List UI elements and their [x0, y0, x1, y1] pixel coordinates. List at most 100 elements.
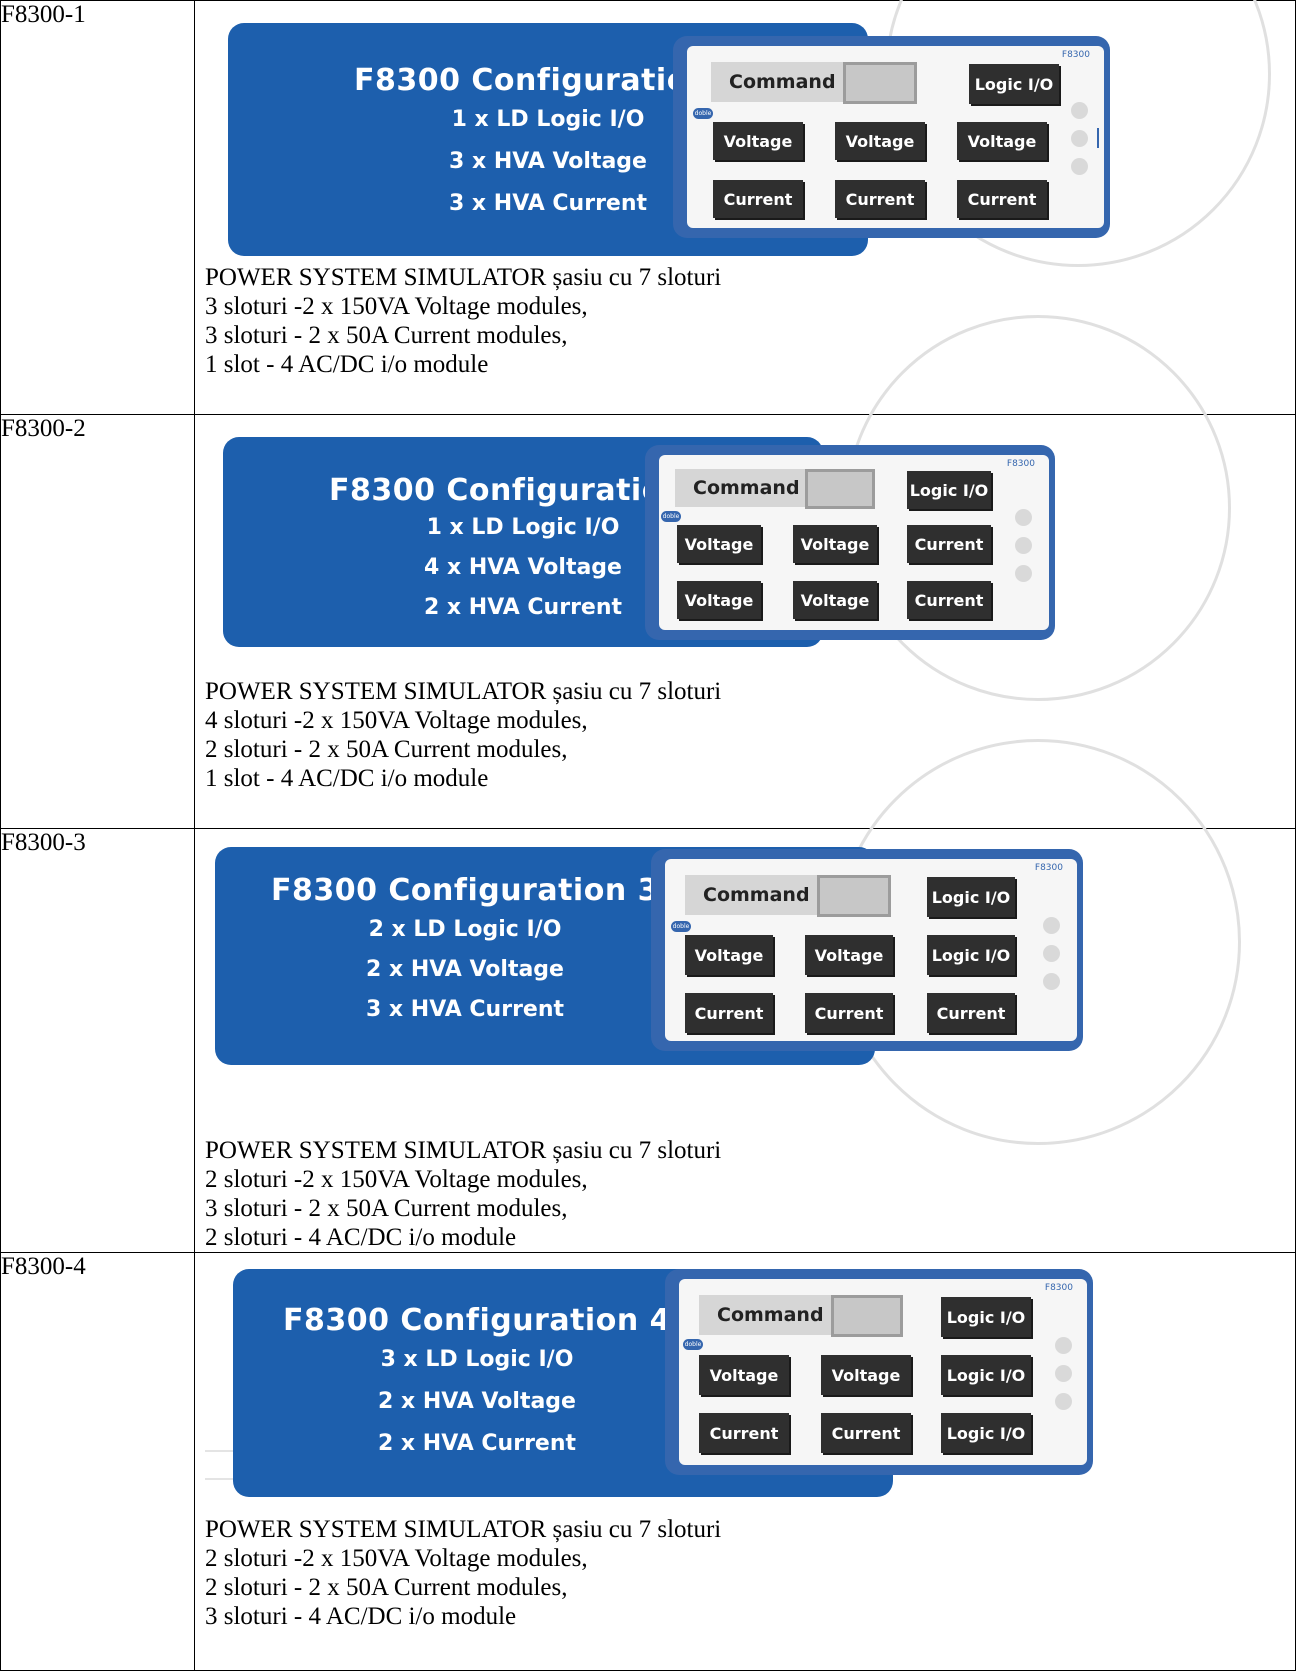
- module-slot: Current: [957, 180, 1047, 218]
- config-line: 2 x HVA Voltage: [378, 1389, 576, 1414]
- description-line: 2 sloturi - 2 x 50A Current modules,: [205, 736, 568, 763]
- config-line: 2 x HVA Current: [423, 595, 623, 620]
- indicator-dot-icon: [1043, 945, 1060, 962]
- table-row: F8300-2 F8300 Configuration 2 1 x LD Log…: [0, 315, 1296, 829]
- description-line: 1 slot - 4 AC/DC i/o module: [205, 351, 489, 378]
- module-slot: Current: [835, 180, 925, 218]
- module-slot: Current: [907, 581, 991, 619]
- module-slot: Current: [699, 1413, 789, 1453]
- description-line: 3 sloturi - 4 AC/DC i/o module: [205, 1603, 517, 1630]
- description-line: 2 sloturi -2 x 150VA Voltage modules,: [205, 1166, 588, 1193]
- indicator-dot-icon: [1055, 1337, 1072, 1354]
- module-slot: Voltage: [713, 122, 803, 160]
- config-line: 3 x HVA Voltage: [449, 149, 647, 174]
- module-slot: Current: [821, 1413, 911, 1453]
- device-panel: F8300 Command Logic I/O doble Voltage Vo…: [673, 36, 1110, 238]
- indicator-dot-icon: [1071, 102, 1088, 119]
- module-slot: Voltage: [821, 1355, 911, 1395]
- module-logic-io: Logic I/O: [941, 1297, 1031, 1337]
- command-screen: [831, 1295, 903, 1337]
- command-screen: [805, 469, 875, 509]
- module-logic-io: Logic I/O: [927, 877, 1015, 917]
- indicator-dot-icon: [1055, 1365, 1072, 1382]
- module-slot: Current: [927, 993, 1015, 1033]
- decorative-line: [205, 1478, 233, 1480]
- indicator-dot-icon: [1015, 509, 1032, 526]
- config-code: F8300-3: [0, 828, 195, 1253]
- indicator-dot-icon: [1071, 130, 1088, 147]
- description-line: POWER SYSTEM SIMULATOR șasiu cu 7 slotur…: [205, 1516, 722, 1543]
- config-title: F8300 Configuration 3: [270, 873, 660, 908]
- description-line: 4 sloturi -2 x 150VA Voltage modules,: [205, 707, 588, 734]
- config-content: F8300 Configuration 4 3 x LD Logic I/O 2…: [194, 1252, 1296, 1671]
- description-line: POWER SYSTEM SIMULATOR șasiu cu 7 slotur…: [205, 264, 722, 291]
- brand-logo-icon: doble: [693, 108, 713, 119]
- module-slot: Current: [685, 993, 773, 1033]
- module-slot: Voltage: [805, 935, 893, 975]
- config-code: F8300-4: [0, 1252, 195, 1671]
- module-slot: Logic I/O: [941, 1355, 1031, 1395]
- config-code: F8300-2: [0, 414, 195, 829]
- module-slot: Logic I/O: [927, 935, 1015, 975]
- module-logic-io: Logic I/O: [969, 64, 1059, 104]
- indicator-dot-icon: [1043, 917, 1060, 934]
- config-content: F8300 Configuration 2 1 x LD Logic I/O 4…: [194, 315, 1296, 829]
- config-figure: F8300 Configuration 2 1 x LD Logic I/O 4…: [195, 315, 1295, 701]
- description-line: POWER SYSTEM SIMULATOR șasiu cu 7 slotur…: [205, 678, 722, 705]
- config-figure: F8300 Configuration 1 1 x LD Logic I/O 3…: [195, 0, 1295, 267]
- brand-logo-icon: doble: [683, 1339, 703, 1350]
- panel-edge-icon: [1097, 128, 1099, 148]
- table-row: F8300-3 F8300 Configuration 3 2 x LD Log…: [0, 739, 1296, 1253]
- device-panel: F8300 Command Logic I/O doble Voltage Vo…: [665, 1269, 1093, 1475]
- module-slot: Voltage: [677, 581, 761, 619]
- indicator-dot-icon: [1043, 973, 1060, 990]
- config-description: POWER SYSTEM SIMULATOR șasiu cu 7 slotur…: [195, 1116, 1295, 1252]
- config-content: F8300 Configuration 3 2 x LD Logic I/O 2…: [194, 739, 1296, 1253]
- module-slot: Logic I/O: [941, 1413, 1031, 1453]
- module-slot: Voltage: [793, 581, 877, 619]
- table-row: F8300-4 F8300 Configuration 4 3 x LD Log…: [0, 1252, 1296, 1671]
- module-slot: Voltage: [793, 525, 877, 563]
- module-slot: Current: [805, 993, 893, 1033]
- indicator-dot-icon: [1015, 565, 1032, 582]
- module-logic-io: Logic I/O: [907, 471, 991, 509]
- config-line: 3 x HVA Current: [365, 997, 565, 1022]
- panel-tag: F8300: [1061, 50, 1090, 60]
- module-slot: Voltage: [699, 1355, 789, 1395]
- panel-tag: F8300: [1034, 863, 1063, 873]
- config-code: F8300-1: [0, 0, 195, 415]
- config-description: POWER SYSTEM SIMULATOR șasiu cu 7 slotur…: [195, 1515, 1295, 1631]
- description-line: 3 sloturi - 2 x 50A Current modules,: [205, 322, 568, 349]
- description-line: 2 sloturi -2 x 150VA Voltage modules,: [205, 1545, 588, 1572]
- module-slot: Current: [907, 525, 991, 563]
- indicator-dot-icon: [1071, 158, 1088, 175]
- description-line: 3 sloturi -2 x 150VA Voltage modules,: [205, 293, 588, 320]
- brand-logo-icon: doble: [661, 511, 681, 522]
- module-slot: Voltage: [957, 122, 1047, 160]
- device-panel: F8300 Command Logic I/O doble Voltage Vo…: [651, 849, 1083, 1051]
- config-description: POWER SYSTEM SIMULATOR șasiu cu 7 slotur…: [195, 263, 1295, 379]
- config-line: 1 x LD Logic I/O: [451, 107, 645, 132]
- config-line: 3 x HVA Current: [448, 191, 648, 216]
- config-line: 2 x HVA Voltage: [366, 957, 564, 982]
- module-slot: Voltage: [835, 122, 925, 160]
- config-figure: F8300 Configuration 4 3 x LD Logic I/O 2…: [195, 1253, 1295, 1515]
- config-figure: F8300 Configuration 3 2 x LD Logic I/O 2…: [195, 739, 1295, 1145]
- config-description: POWER SYSTEM SIMULATOR șasiu cu 7 slotur…: [195, 677, 1295, 793]
- description-line: 1 slot - 4 AC/DC i/o module: [205, 765, 489, 792]
- panel-tag: F8300: [1044, 1283, 1073, 1293]
- indicator-dot-icon: [1015, 537, 1032, 554]
- description-line: 2 sloturi - 4 AC/DC i/o module: [205, 1224, 517, 1251]
- module-slot: Voltage: [677, 525, 761, 563]
- command-screen: [817, 875, 891, 917]
- config-line: 2 x LD Logic I/O: [368, 917, 562, 942]
- config-title: F8300 Configuration 4: [282, 1303, 672, 1338]
- indicator-dot-icon: [1055, 1393, 1072, 1410]
- table-row: F8300-1 F8300 Configuration 1 1 x LD Log…: [0, 0, 1296, 415]
- command-screen: [843, 62, 917, 104]
- config-content: F8300 Configuration 1 1 x LD Logic I/O 3…: [194, 0, 1296, 415]
- module-slot: Current: [713, 180, 803, 218]
- decorative-line: [205, 1450, 233, 1452]
